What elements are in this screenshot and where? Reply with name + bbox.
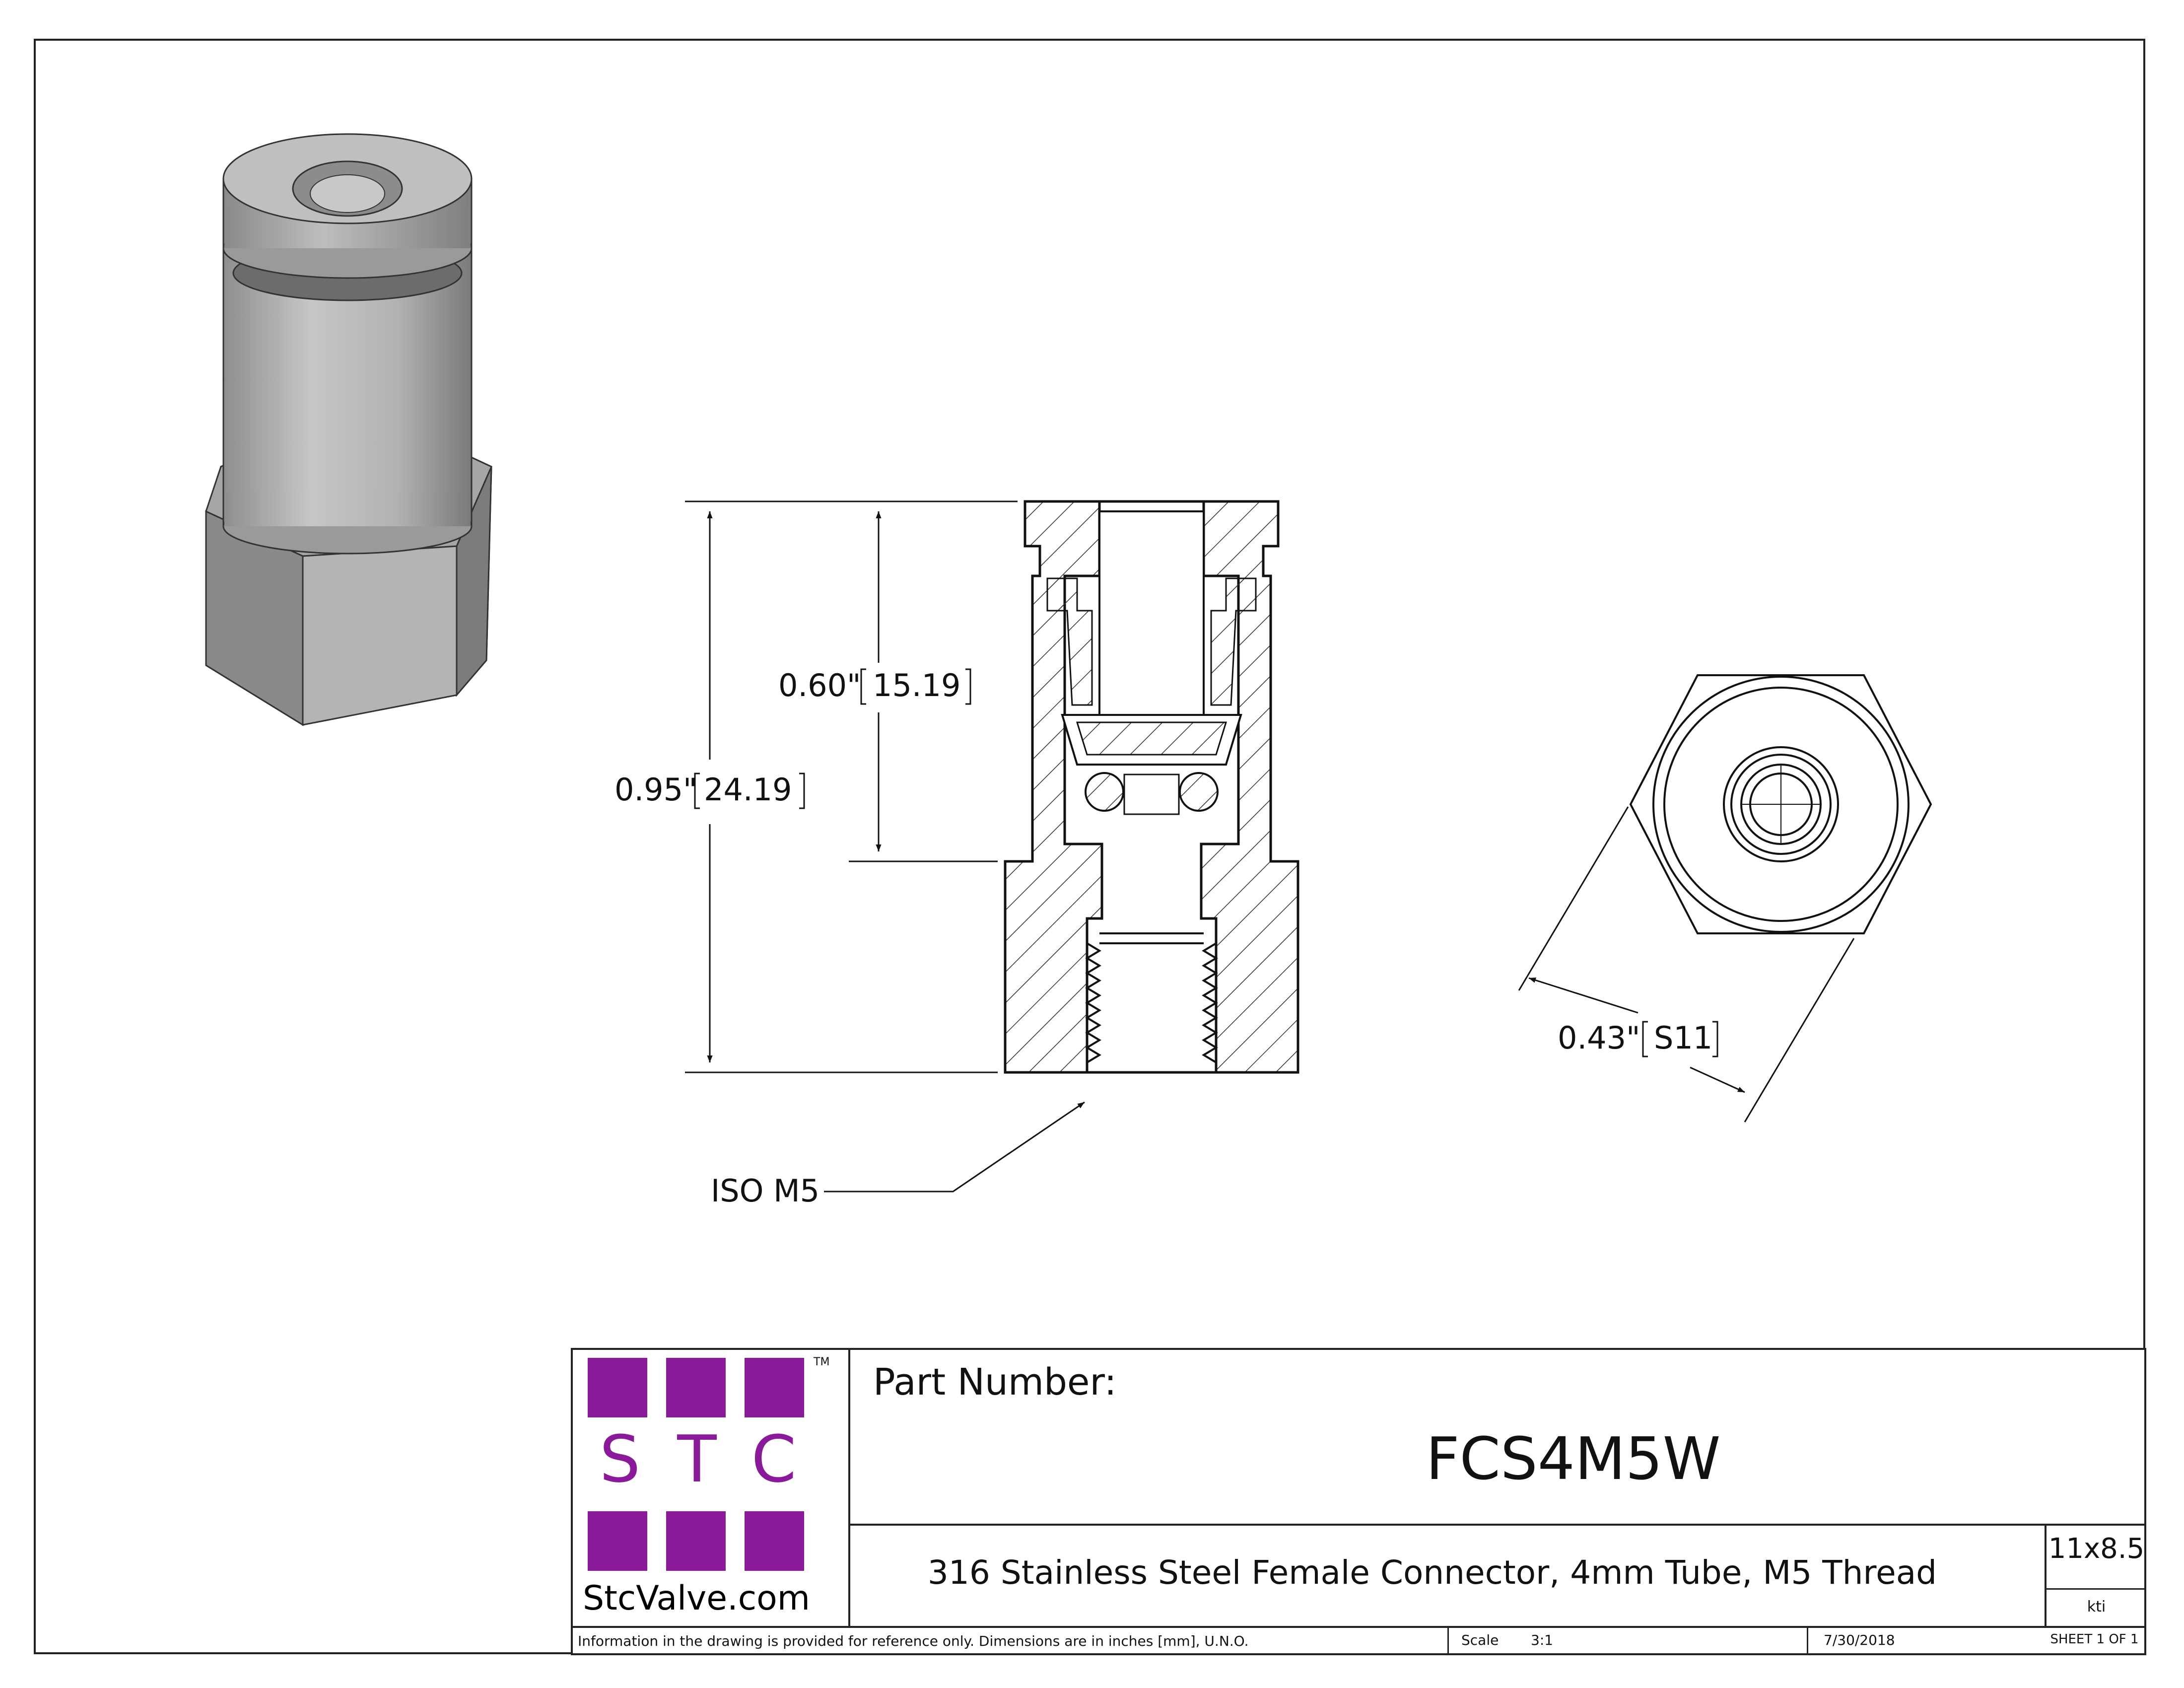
title-block: TM S T C StcValve.com Part Number: FCS4M… xyxy=(571,1348,2146,1655)
dim-hex-inch: 0.43" xyxy=(1558,1020,1640,1056)
end-view xyxy=(1629,674,1932,934)
thread-callout: ISO M5 xyxy=(711,1173,820,1209)
dim-overall-inch: 0.95" xyxy=(614,772,697,808)
divider xyxy=(2047,1588,2146,1590)
scale-value: 3:1 xyxy=(1531,1632,1554,1648)
divider xyxy=(1447,1628,1449,1655)
logo: TM S T C StcValve.com xyxy=(573,1350,850,1626)
sheet-size: 11x8.5 xyxy=(2048,1533,2145,1565)
size-cell: 11x8.5 kti xyxy=(2045,1524,2146,1626)
part-number: FCS4M5W xyxy=(1426,1424,1721,1493)
sheet-number: SHEET 1 OF 1 xyxy=(2050,1632,2139,1647)
part-description: 316 Stainless Steel Female Connector, 4m… xyxy=(927,1553,1937,1592)
divider xyxy=(1807,1628,1808,1655)
disclaimer: Information in the drawing is provided f… xyxy=(578,1633,1249,1649)
bottom-strip: Information in the drawing is provided f… xyxy=(573,1626,2144,1655)
logo-square xyxy=(745,1511,804,1571)
logo-tm: TM xyxy=(814,1356,830,1368)
logo-square xyxy=(745,1358,804,1417)
drawing-date: 7/30/2018 xyxy=(1824,1632,1895,1648)
logo-site: StcValve.com xyxy=(583,1579,810,1618)
dim-partial-mm: 15.19 xyxy=(873,667,961,703)
logo-square xyxy=(666,1358,726,1417)
dimension-lines xyxy=(685,500,1855,1193)
logo-square xyxy=(666,1511,726,1571)
divider xyxy=(848,1524,2144,1526)
logo-square xyxy=(588,1511,647,1571)
dim-overall-mm: 24.19 xyxy=(704,772,792,808)
part-number-label: Part Number: xyxy=(873,1361,1117,1404)
drawn-by: kti xyxy=(2087,1598,2106,1616)
dim-partial-inch: 0.60" xyxy=(778,667,861,703)
dim-hex-mm: S11 xyxy=(1654,1020,1713,1056)
dimension-brackets xyxy=(694,668,1718,1057)
scale-label: Scale xyxy=(1461,1632,1499,1648)
isometric-view xyxy=(205,133,492,726)
logo-letter-t: T xyxy=(677,1421,717,1497)
logo-letter-s: S xyxy=(599,1421,641,1497)
section-view xyxy=(1004,500,1299,1074)
logo-letter-c: C xyxy=(751,1421,797,1497)
logo-square xyxy=(588,1358,647,1417)
